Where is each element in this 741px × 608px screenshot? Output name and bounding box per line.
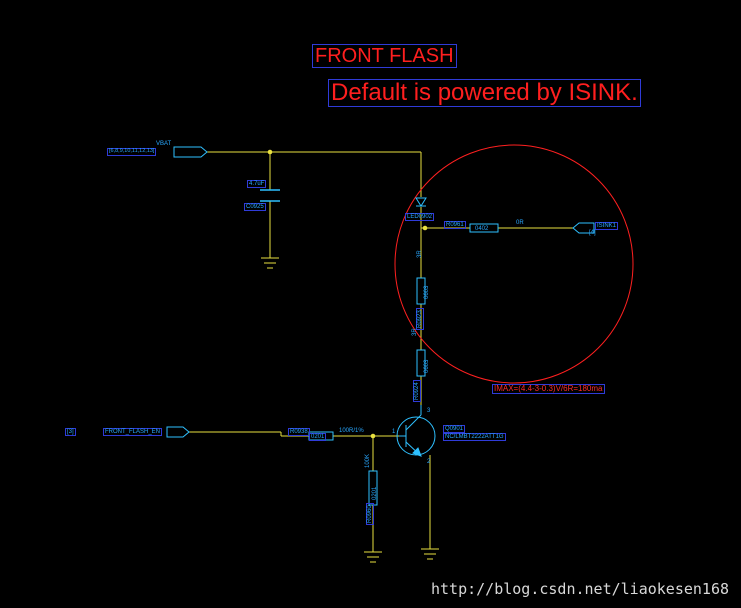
default-note: Default is powered by ISINK. xyxy=(328,79,641,107)
led-symbol xyxy=(415,197,427,207)
isink-page-ref: [4] xyxy=(589,230,596,236)
isink-net-label: ISINK1 xyxy=(595,222,619,230)
vbat-net-label: VBAT xyxy=(156,141,172,147)
watermark: http://blog.csdn.net/liaokesen168 xyxy=(430,580,729,598)
r0961-package: 0402 xyxy=(475,226,489,232)
imax-annotation: IMAX=(4.4-3-0.3)V/6R=180ma xyxy=(492,384,605,394)
r0923-body xyxy=(416,277,426,305)
base-junction xyxy=(370,433,376,439)
r0960-value: 100K xyxy=(365,453,371,468)
r0924-body xyxy=(416,349,426,377)
vbat-page-refs: [6,8,9,10,11,12,13] xyxy=(107,148,157,156)
led-node-junction xyxy=(422,225,428,231)
transistor-pin-collector: 3 xyxy=(427,408,431,414)
r0924-value: 3R xyxy=(412,328,418,336)
r0938-value: 100R/1% xyxy=(339,428,364,434)
r0960-package: 0201 xyxy=(372,486,378,500)
flash-en-port xyxy=(166,426,190,438)
r0923-ref: R0923 xyxy=(416,308,424,330)
r0960-body xyxy=(368,470,378,506)
main-title: FRONT FLASH xyxy=(312,44,457,68)
flash-en-net-label: FRONT_FLASH_EN xyxy=(103,428,163,436)
r0923-package: 0603 xyxy=(424,285,430,299)
cap-ref: C0925 xyxy=(244,203,266,211)
r0961-value: 0R xyxy=(516,220,524,226)
vbat-port xyxy=(173,146,208,158)
flash-en-page-ref: [3] xyxy=(65,428,76,436)
r0923-value: 3R xyxy=(417,250,423,258)
r0961-ref: R0961 xyxy=(444,221,466,229)
ground-r0960 xyxy=(364,551,382,563)
cap-value: 4.7uF xyxy=(247,180,267,188)
r0960-ref: R0960 xyxy=(366,503,374,525)
transistor-part: NC/LMBT2222ATT1G xyxy=(443,433,506,441)
annotation-circle xyxy=(394,144,634,384)
transistor-pin-base: 1 xyxy=(392,429,396,435)
transistor-pin-emitter: 2 xyxy=(427,459,431,465)
transistor-ref: Q0901 xyxy=(443,425,466,433)
r0924-package: 0603 xyxy=(424,359,430,373)
led-ref: LED0902 xyxy=(405,213,435,221)
r0938-package: 0201 xyxy=(309,433,327,441)
r0961-body xyxy=(469,223,499,233)
ground-emitter xyxy=(421,548,439,560)
isink-port xyxy=(572,222,595,234)
r0924-ref: R0924 xyxy=(413,380,421,402)
transistor-symbol xyxy=(396,405,436,457)
ground-cap xyxy=(261,257,279,269)
vbat-junction xyxy=(267,149,273,155)
r0938-ref: R0938 xyxy=(288,428,310,436)
